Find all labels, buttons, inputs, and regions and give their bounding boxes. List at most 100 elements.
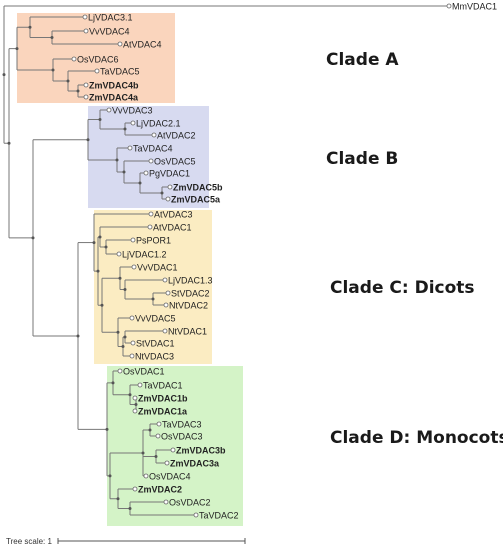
node-dot [66,79,70,83]
taxon-label-atvdac1: AtVDAC1 [153,223,192,233]
taxon-label-ljvdac1-2: LjVDAC1.2 [122,250,167,260]
tip-marker-ljvdac1-2 [116,251,122,257]
taxon-label-vvvdac3: VvVDAC3 [112,106,153,116]
node-dot [51,68,55,72]
taxon-label-zmvdac1a: ZmVDAC1a [138,407,188,417]
tip-marker-zmvdac5b [167,184,173,190]
taxon-label-zmvdac5b: ZmVDAC5b [173,183,223,193]
node-dot [111,381,115,385]
taxon-label-tavdac2: TaVDAC2 [199,511,239,521]
taxon-label-tavdac5: TaVDAC5 [100,67,140,77]
taxon-label-atvdac3: AtVDAC3 [154,210,193,220]
tip-marker-vvvdac1 [131,264,137,270]
node-dot [138,181,142,185]
taxon-label-stvdac2: StVDAC2 [171,289,210,299]
node-dot [148,428,152,432]
taxon-label-vvvdac1: VvVDAC1 [137,263,178,273]
node-dot [115,158,119,162]
tip-marker-tavdac1 [137,382,143,388]
tip-marker-stvdac1 [130,340,136,346]
clade-c-box [94,210,212,364]
taxon-label-atvdac4: AtVDAC4 [123,40,162,50]
node-dot [31,236,35,240]
taxon-label-ljvdac1-3: LjVDAC1.3 [168,276,213,286]
taxon-label-zmvdac5a: ZmVDAC5a [171,195,221,205]
clade-b-box [88,106,209,208]
tip-marker-ljvdac3-1 [82,14,88,20]
node-dot [28,25,32,29]
node-dot [154,455,158,458]
node-dot [7,141,11,145]
taxon-label-osvdac3: OsVDAC3 [161,432,203,442]
taxon-label-mmvdac1: MmVDAC1 [452,2,497,12]
tip-marker-stvdac2 [165,290,171,296]
node-dot [134,403,138,406]
tip-marker-tavdac2 [193,512,199,518]
taxon-label-ljvdac2-1: LjVDAC2.1 [136,119,181,129]
node-dot [121,345,125,348]
taxon-label-osvdac1: OsVDAC1 [123,367,165,377]
taxon-label-tavdac3: TaVDAC3 [162,420,202,430]
node-dot [92,241,96,245]
node-dot [100,303,104,307]
node-dot [98,235,102,239]
tip-marker-tavdac3 [156,421,162,427]
node-dot [104,245,108,249]
node-dot [98,118,102,121]
node-dot [50,36,54,39]
tip-marker-vvvdac4 [83,28,89,34]
tip-marker-osvdac1 [117,368,123,374]
taxon-label-zmvdac3a: ZmVDAC3a [170,459,220,469]
tip-marker-vvvdac5 [129,315,135,321]
taxon-label-vvvdac5: VvVDAC5 [135,314,176,324]
tip-marker-pgvdac1 [143,170,149,176]
taxon-label-stvdac1: StVDAC1 [136,339,175,349]
taxon-label-tavdac1: TaVDAC1 [143,381,183,391]
node-dot [108,474,112,478]
taxon-label-zmvdac4b: ZmVDAC4b [89,81,139,91]
tip-marker-ntvdac2 [163,302,169,308]
tree-scale-label: Tree scale: 1 [6,537,52,546]
tip-marker-ljvdac2-1 [130,120,136,126]
node-dot [76,89,80,93]
node-dot [141,451,145,455]
tip-marker-vvvdac3 [106,107,112,113]
tip-marker-pspor1 [130,237,136,243]
taxon-label-zmvdac4a: ZmVDAC4a [89,93,139,103]
clade-a-label: Clade A [326,50,399,70]
node-dot [122,170,126,174]
taxon-label-ntvdac3: NtVDAC3 [135,352,174,362]
clade-d-label: Clade D: Monocots [330,428,503,448]
taxon-label-atvdac2: AtVDAC2 [157,131,196,141]
tip-marker-zmvdac1b [132,395,138,401]
tip-marker-osvdac4 [143,473,149,479]
tip-marker-atvdac1 [147,224,153,230]
tip-marker-osvdac2 [163,499,169,505]
taxon-label-pgvdac1: PgVDAC1 [149,169,190,179]
clade-c-label: Clade C: Dicots [330,278,475,298]
taxon-label-zmvdac3b: ZmVDAC3b [176,446,226,456]
node-dot [116,330,120,334]
clade-b-label: Clade B [326,149,399,169]
tip-marker-zmvdac5a [165,196,171,202]
node-dot [160,191,164,195]
taxon-label-ljvdac3-1: LjVDAC3.1 [88,13,133,23]
node-dot [116,497,120,501]
taxon-label-ntvdac1: NtVDAC1 [168,327,207,337]
taxon-label-zmvdac1b: ZmVDAC1b [138,394,188,404]
tip-marker-zmvdac1a [132,408,138,414]
taxon-label-osvdac5: OsVDAC5 [154,157,196,167]
taxon-label-vvvdac4: VvVDAC4 [89,27,130,37]
taxon-label-zmvdac2: ZmVDAC2 [138,485,182,495]
tip-marker-tavdac4 [127,145,133,151]
node-dot [151,297,155,301]
node-dot [2,73,6,77]
tip-marker-atvdac3 [148,211,154,217]
tip-marker-atvdac2 [151,132,157,138]
taxon-label-tavdac4: TaVDAC4 [133,144,173,154]
tip-marker-mmvdac1 [446,3,452,9]
tip-marker-zmvdac3a [164,460,170,466]
tip-marker-zmvdac3b [170,447,176,453]
